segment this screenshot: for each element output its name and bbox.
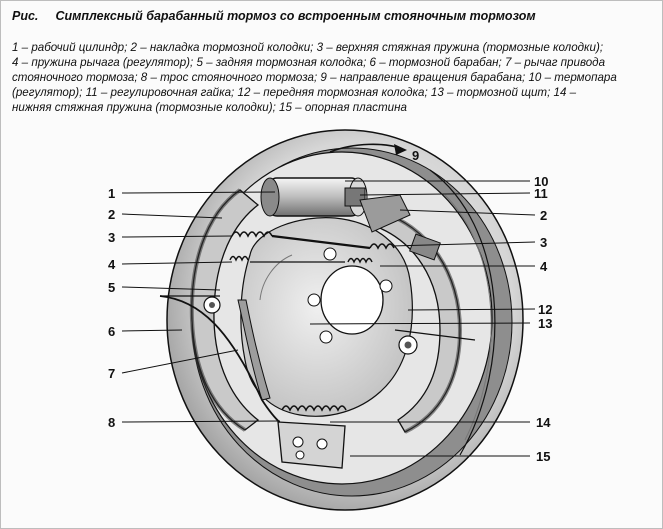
callout-3-right: 3 xyxy=(540,235,547,250)
figure-title-row: Рис. Симплексный барабанный тормоз со вс… xyxy=(12,9,655,27)
callout-15: 15 xyxy=(536,449,550,464)
callout-4: 4 xyxy=(108,257,116,272)
callout-12: 12 xyxy=(538,302,552,317)
caption-line: стояночного тормоза; 8 – трос стояночног… xyxy=(12,71,617,84)
caption-line: (регулятор); 11 – регулировочная гайка; … xyxy=(12,86,577,99)
figure-prefix: Рис. xyxy=(12,9,39,23)
leader-lines-right xyxy=(309,180,536,457)
callout-7: 7 xyxy=(108,366,115,381)
callout-6: 6 xyxy=(108,324,115,339)
callout-11: 11 xyxy=(534,186,548,201)
callout-labels-right: 10 11 2 3 4 12 13 14 15 xyxy=(534,174,552,464)
lever-spring xyxy=(229,255,373,264)
callout-2: 2 xyxy=(108,207,115,222)
callout-10: 10 xyxy=(534,174,548,189)
caption-line: 4 – пружина рычага (регулятор); 5 – задн… xyxy=(12,56,606,69)
callout-5: 5 xyxy=(108,280,115,295)
callout-2-right: 2 xyxy=(540,208,547,223)
brake-shield xyxy=(240,217,413,417)
figure-title: Симплексный барабанный тормоз со встроен… xyxy=(55,9,536,23)
callout-13: 13 xyxy=(538,316,552,331)
caption-line: 1 – рабочий цилиндр; 2 – накладка тормоз… xyxy=(12,41,604,54)
callout-8: 8 xyxy=(108,415,115,430)
wheel-cylinder xyxy=(260,177,411,233)
support-plate xyxy=(277,421,346,469)
callout-4-right: 4 xyxy=(540,259,548,274)
callout-labels-left: 1 2 3 4 5 6 7 8 xyxy=(108,186,116,430)
leader-lines-left xyxy=(121,191,281,423)
lower-return-spring xyxy=(281,405,347,412)
callout-9: 9 xyxy=(412,148,419,163)
parking-brake-lever xyxy=(237,299,271,401)
upper-return-spring xyxy=(231,231,395,250)
drum-section-line xyxy=(160,295,476,341)
callout-14: 14 xyxy=(536,415,551,430)
rotation-direction-arrow xyxy=(329,143,407,155)
caption-line: нижняя стяжная пружина (тормозные колодк… xyxy=(12,101,407,114)
callout-3: 3 xyxy=(108,230,115,245)
callout-1: 1 xyxy=(108,186,115,201)
figure-caption: 1 – рабочий цилиндр; 2 – накладка тормоз… xyxy=(12,40,652,115)
